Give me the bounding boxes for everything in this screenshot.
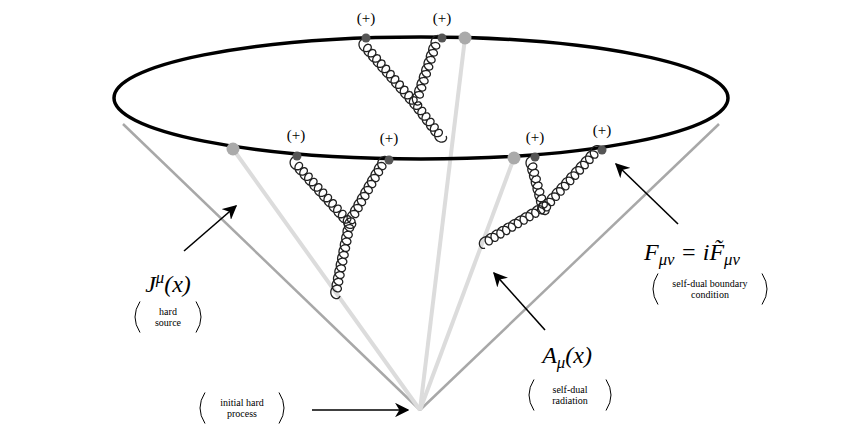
note-text: self-dual radiation <box>540 384 600 407</box>
helicity-label: (+) <box>357 10 375 27</box>
hard-jet-line <box>233 149 420 410</box>
gluon-line <box>542 146 603 211</box>
pointer-arrow <box>312 409 408 411</box>
note-bracket <box>762 274 767 305</box>
note-text: hard source <box>146 306 190 329</box>
note-bracket <box>196 302 201 333</box>
gluon-line <box>347 156 389 223</box>
light-cone <box>114 37 728 410</box>
gluon-endpoint <box>293 152 302 161</box>
helicity-label: (+) <box>526 129 544 146</box>
helicity-label: (+) <box>593 122 611 139</box>
hard-particle-dot <box>227 143 240 156</box>
helicity-label: (+) <box>287 127 305 144</box>
field-symbol: Aμ(x) <box>542 342 592 372</box>
note-bracket <box>135 302 140 333</box>
note-bracket <box>200 393 205 424</box>
pointer-arrow <box>494 273 545 330</box>
current-symbol: Jμ(x) <box>145 268 191 299</box>
note-text: initial hard process <box>211 397 273 420</box>
gluon-line <box>290 157 356 228</box>
gluon-lines <box>290 35 603 298</box>
condition-formula: Fμν = iF̃μν <box>644 239 740 269</box>
helicity-label: (+) <box>380 130 398 147</box>
note-brackets <box>135 274 767 424</box>
gluon-endpoint <box>385 156 394 165</box>
gluon-endpoint <box>598 146 607 155</box>
note-bracket <box>653 274 658 305</box>
pointer-arrow <box>184 206 236 251</box>
note-text: self-dual boundary condition <box>664 278 756 301</box>
gluon-line <box>414 102 447 142</box>
note-bracket <box>529 380 534 411</box>
gluon-endpoint <box>362 34 371 43</box>
gluon-endpoint <box>438 34 447 43</box>
gluon-line <box>412 35 442 105</box>
hard-particle-dot <box>508 152 521 165</box>
note-bracket <box>279 393 284 424</box>
pointer-arrows <box>184 164 678 410</box>
gluon-line <box>331 218 355 299</box>
hard-particle-dot <box>459 32 472 45</box>
helicity-label: (+) <box>433 10 451 27</box>
gluon-endpoint <box>531 153 540 162</box>
pointer-arrow <box>616 164 678 224</box>
note-bracket <box>606 380 611 411</box>
cone-edge <box>420 124 719 410</box>
hard-jet-line <box>420 158 514 410</box>
gluon-line <box>479 202 550 248</box>
boundary-points <box>227 32 607 165</box>
cone-edge <box>123 124 420 410</box>
